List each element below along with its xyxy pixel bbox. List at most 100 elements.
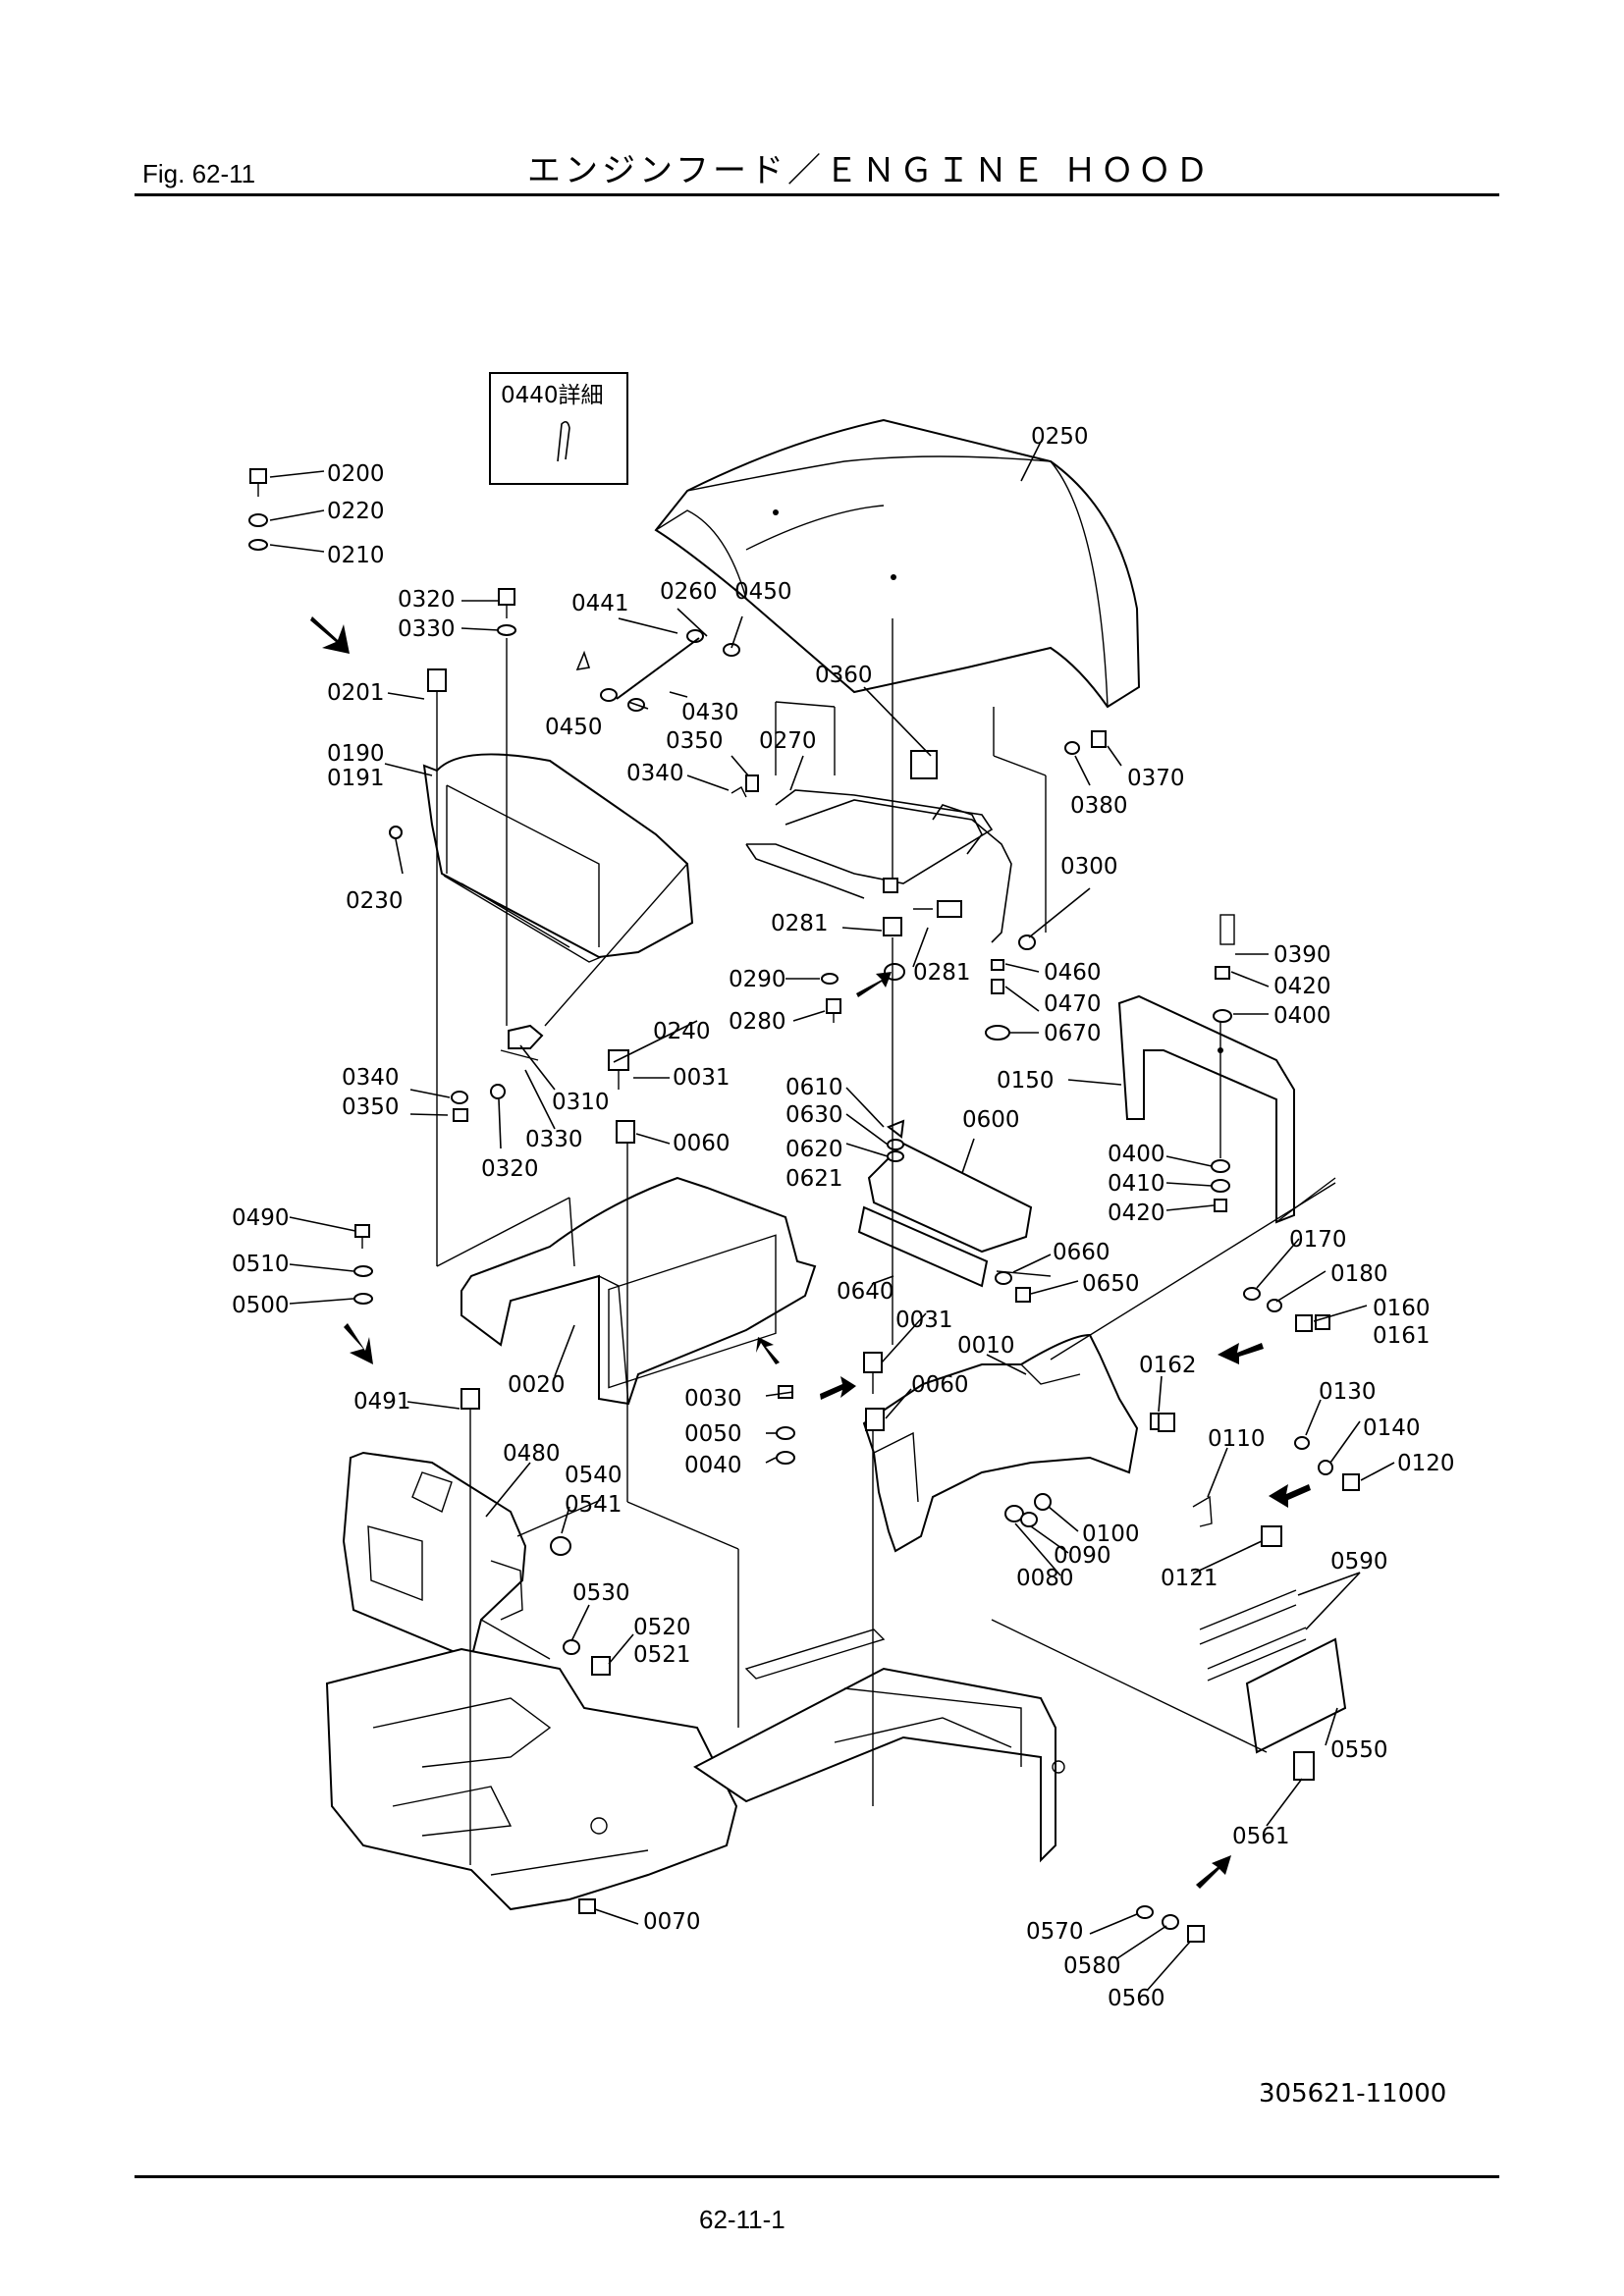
lower-bracket-0310 <box>500 1024 544 1061</box>
part-label: 0210 <box>327 543 385 568</box>
part-label: 0140 <box>1363 1415 1421 1441</box>
arrow-icon <box>820 1376 856 1400</box>
part-label: 0350 <box>342 1095 400 1120</box>
side-panel-0020 <box>460 1176 817 1406</box>
part-label: 0120 <box>1397 1451 1455 1476</box>
part-label: 0430 <box>681 700 739 725</box>
panel-0550 <box>1199 1589 1347 1754</box>
figure-label: Fig. 62-11 <box>142 159 256 188</box>
part-label: 0320 <box>481 1156 539 1182</box>
part-label: 0060 <box>673 1131 731 1156</box>
part-label: 0640 <box>837 1279 894 1305</box>
part-label: 0491 <box>353 1389 411 1415</box>
page-title: エンジンフード／ＥＮＧＩＮＥ ＨＯＯＤ <box>527 151 1213 190</box>
part-label: 0150 <box>997 1068 1055 1094</box>
part-label: 0480 <box>503 1441 561 1467</box>
part-label: 0260 <box>660 579 718 605</box>
part-label: 0080 <box>1016 1566 1074 1591</box>
part-label: 0570 <box>1026 1919 1084 1945</box>
part-label: 0310 <box>552 1090 610 1115</box>
part-label: 0630 <box>785 1102 843 1128</box>
page-header: Fig. 62-11 エンジンフード／ＥＮＧＩＮＥ ＨＯＯＤ <box>135 137 1499 196</box>
part-label: 0560 <box>1108 1986 1165 2011</box>
part-label: 0490 <box>232 1205 290 1231</box>
part-label: 0031 <box>895 1308 953 1333</box>
arrow-icon <box>856 972 892 997</box>
part-label: 0280 <box>729 1009 786 1035</box>
fender-panel-0010 <box>862 1333 1139 1553</box>
part-label: 0130 <box>1319 1379 1377 1405</box>
part-label: 0281 <box>913 960 971 986</box>
part-label: 0450 <box>734 579 792 605</box>
part-label: 0410 <box>1108 1171 1165 1197</box>
part-label: 0441 <box>571 591 629 616</box>
base-frame <box>325 1629 1065 1911</box>
part-label: 0040 <box>684 1453 742 1478</box>
part-label: 0030 <box>684 1386 742 1412</box>
part-label: 0160 <box>1373 1296 1431 1321</box>
part-label: 0380 <box>1070 793 1128 819</box>
bracket-0600 <box>857 1142 1033 1288</box>
part-label: 0561 <box>1232 1824 1290 1849</box>
part-label: 0590 <box>1330 1549 1388 1575</box>
part-label: 0330 <box>525 1127 583 1152</box>
part-label: 0330 <box>398 616 456 642</box>
part-label: 0450 <box>545 715 603 740</box>
part-label: 0230 <box>346 888 404 914</box>
header-rule <box>135 193 1499 196</box>
part-label: 0060 <box>911 1372 969 1398</box>
part-label: 0460 <box>1044 960 1102 986</box>
part-label: 0220 <box>327 499 385 524</box>
part-label: 0420 <box>1108 1201 1165 1226</box>
part-label: 0121 <box>1161 1566 1218 1591</box>
part-label: 0620 <box>785 1137 843 1162</box>
front-grille-0480 <box>342 1451 527 1661</box>
arrow-icon <box>1218 1343 1264 1364</box>
part-label: 0541 <box>565 1492 623 1518</box>
part-label: 0020 <box>508 1372 566 1398</box>
part-label: 0660 <box>1053 1240 1110 1265</box>
part-label: 0010 <box>957 1333 1015 1359</box>
part-label: 0600 <box>962 1107 1020 1133</box>
front-panel-0190 <box>422 753 694 963</box>
part-label: 0161 <box>1373 1323 1431 1349</box>
hood-shell-0250 <box>654 418 1141 709</box>
part-label: 0200 <box>327 461 385 487</box>
part-label: 0510 <box>232 1252 290 1277</box>
part-label: 0610 <box>785 1075 843 1100</box>
part-labels: 0200 0220 0210 0320 0330 0201 0190 0191 … <box>232 424 1455 2011</box>
part-label: 0050 <box>684 1421 742 1447</box>
part-label: 0370 <box>1127 766 1185 791</box>
part-label: 0420 <box>1273 974 1331 999</box>
part-label: 0540 <box>565 1463 623 1488</box>
drawing-number: 305621-11000 <box>1259 2079 1447 2109</box>
arrow-icon <box>1196 1855 1231 1889</box>
part-label: 0340 <box>626 761 684 786</box>
part-label: 0070 <box>643 1909 701 1935</box>
part-label: 0090 <box>1054 1543 1111 1569</box>
detail-box-0440: 0440詳細 <box>489 372 628 485</box>
part-label: 0360 <box>815 663 873 688</box>
part-label: 0500 <box>232 1293 290 1318</box>
part-label: 0530 <box>572 1580 630 1606</box>
part-label: 0320 <box>398 587 456 613</box>
part-label: 0400 <box>1108 1142 1165 1167</box>
part-label: 0100 <box>1082 1522 1140 1547</box>
part-label: 0250 <box>1031 424 1089 450</box>
part-label: 0350 <box>666 728 724 754</box>
part-label: 0270 <box>759 728 817 754</box>
detail-box-label: 0440詳細 <box>501 383 604 408</box>
part-label: 0621 <box>785 1166 843 1192</box>
part-label: 0470 <box>1044 991 1102 1017</box>
part-label: 0580 <box>1063 1953 1121 1979</box>
part-label: 0521 <box>633 1642 691 1668</box>
arrow-icon <box>1269 1484 1311 1508</box>
part-label: 0031 <box>673 1065 731 1091</box>
part-label: 0400 <box>1273 1003 1331 1029</box>
part-label: 0180 <box>1330 1261 1388 1287</box>
part-label: 0670 <box>1044 1021 1102 1046</box>
part-label: 0190 <box>327 741 385 767</box>
part-label: 0650 <box>1082 1271 1140 1297</box>
part-label: 0201 <box>327 680 385 706</box>
